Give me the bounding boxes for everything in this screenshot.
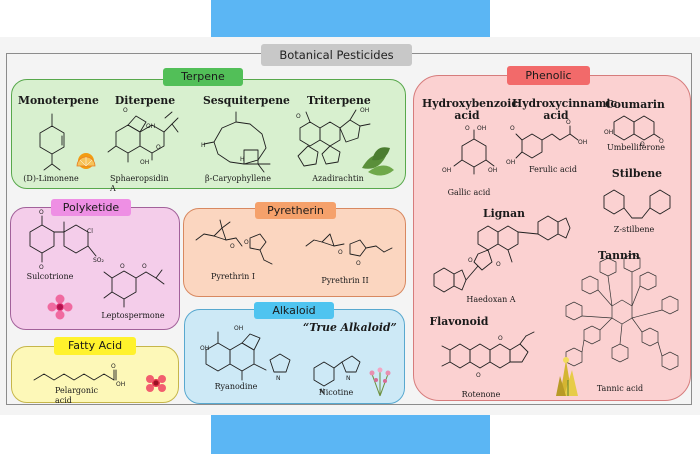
top-blue-bar — [211, 0, 490, 37]
haedoxan-a-label: Haedoxan A — [466, 295, 516, 304]
leptospermone-label: Leptospermone — [101, 311, 165, 320]
nicotine-label: Nicotine — [318, 388, 354, 397]
coumarin-heading: Coumarin — [605, 98, 665, 111]
tannic-acid-label: Tannic acid — [596, 384, 644, 393]
diterpene-heading: Diterpene — [114, 94, 176, 107]
pyrethrin-ii-label: Pyrethrin II — [321, 276, 369, 285]
lignan-heading: Lignan — [483, 207, 525, 220]
ferulic-acid-label: Ferulic acid — [529, 165, 577, 174]
sesquiterpene-heading: Sesquiterpene — [203, 94, 290, 107]
flavonoid-heading: Flavonoid — [429, 315, 489, 328]
tannin-heading: Tannin — [598, 249, 640, 262]
z-stilbene-label: Z-stilbene — [613, 225, 655, 234]
fatty-acid-badge: Fatty Acid — [54, 337, 136, 355]
polyketide-badge: Polyketide — [51, 199, 131, 216]
rotenone-label: Rotenone — [461, 390, 501, 399]
sphaeropsidin-label: Sphaeropsidin A — [110, 174, 169, 193]
true-alkaloid-heading: “True Alkaloid” — [303, 321, 397, 334]
stilbene-heading: Stilbene — [611, 167, 663, 180]
terpene-badge: Terpene — [163, 68, 243, 86]
hydroxybenzoic-heading: Hydroxybenzoic acid — [422, 97, 518, 122]
phenolic-panel — [413, 75, 691, 401]
gallic-acid-label: Gallic acid — [447, 188, 491, 197]
pyrethrin-i-label: Pyrethrin I — [210, 272, 256, 281]
bottom-blue-bar — [211, 415, 490, 454]
azadirachtin-label: Azadirachtin — [312, 174, 364, 183]
ryanodine-label: Ryanodine — [214, 382, 258, 391]
pyrethrin-panel — [183, 208, 406, 297]
triterpene-heading: Triterpene — [307, 94, 371, 107]
limonene-label: (D)-Limonene — [23, 174, 79, 183]
figure-title: Botanical Pesticides — [261, 44, 412, 66]
pelargonic-acid-label: Pelargonic acid — [55, 386, 99, 405]
umbelliferone-label: Umbelliferone — [606, 143, 666, 152]
caryophyllene-label: β-Caryophyllene — [205, 174, 271, 183]
sulcotrione-label: Sulcotrione — [26, 272, 74, 281]
alkaloid-badge: Alkaloid — [254, 302, 334, 319]
hydroxycinnamic-heading: Hydroxycinnamic acid — [512, 97, 618, 122]
phenolic-badge: Phenolic — [507, 66, 590, 85]
pyrethrin-badge: Pyretherin — [255, 202, 336, 219]
monoterpene-heading: Monoterpene — [18, 94, 99, 107]
